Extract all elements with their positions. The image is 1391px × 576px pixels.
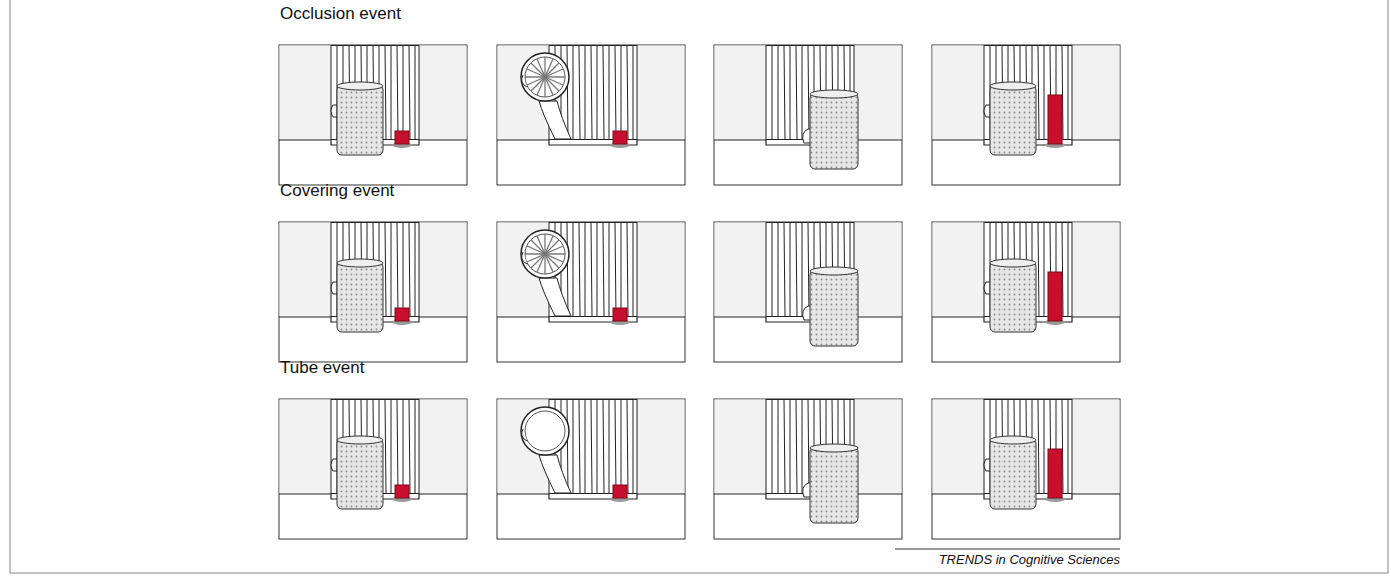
row-title: Covering event: [280, 181, 394, 201]
row-title: Tube event: [280, 358, 364, 378]
row-title: Occlusion event: [280, 4, 401, 24]
journal-credit: TRENDS in Cognitive Sciences: [939, 552, 1120, 567]
